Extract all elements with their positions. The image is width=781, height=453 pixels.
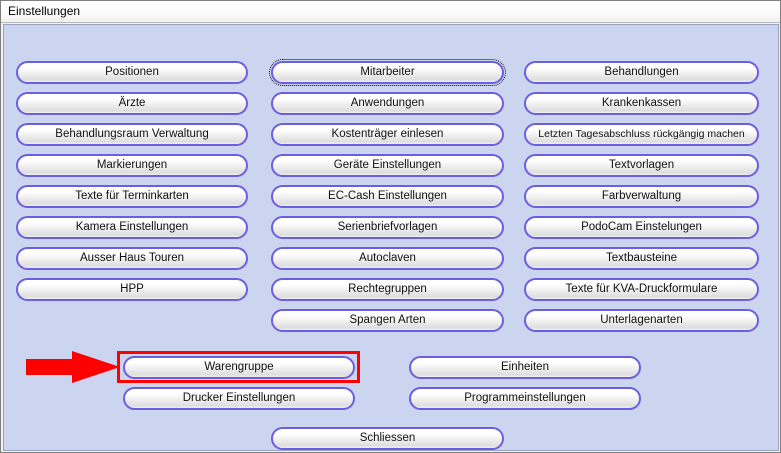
settings-button[interactable]: Serienbriefvorlagen bbox=[271, 216, 504, 239]
settings-button[interactable]: Farbverwaltung bbox=[524, 185, 759, 208]
settings-button[interactable]: Textvorlagen bbox=[524, 154, 759, 177]
red-arrow-annotation-icon bbox=[26, 351, 120, 383]
settings-button[interactable]: Behandlungen bbox=[524, 61, 759, 84]
settings-button[interactable]: Anwendungen bbox=[271, 92, 504, 115]
settings-button[interactable]: EC-Cash Einstellungen bbox=[271, 185, 504, 208]
window-title: Einstellungen bbox=[8, 4, 81, 18]
settings-button[interactable]: Rechtegruppen bbox=[271, 278, 504, 301]
settings-button[interactable]: Letzten Tagesabschluss rückgängig machen bbox=[524, 123, 759, 146]
settings-button[interactable]: Behandlungsraum Verwaltung bbox=[16, 123, 248, 146]
settings-button[interactable]: Kostenträger einlesen bbox=[271, 123, 504, 146]
settings-button[interactable]: Spangen Arten bbox=[271, 309, 504, 332]
settings-button[interactable]: Unterlagenarten bbox=[524, 309, 759, 332]
settings-button[interactable]: Mitarbeiter bbox=[269, 59, 506, 86]
settings-button[interactable]: Autoclaven bbox=[271, 247, 504, 270]
programmeinstellungen-button[interactable]: Programmeinstellungen bbox=[409, 387, 641, 410]
settings-button[interactable]: Geräte Einstellungen bbox=[271, 154, 504, 177]
settings-button[interactable]: Textbausteine bbox=[524, 247, 759, 270]
settings-button[interactable]: Ausser Haus Touren bbox=[16, 247, 248, 270]
settings-button[interactable]: Texte für KVA-Druckformulare bbox=[524, 278, 759, 301]
settings-button[interactable]: Markierungen bbox=[16, 154, 248, 177]
settings-button[interactable]: Texte für Terminkarten bbox=[16, 185, 248, 208]
settings-button[interactable]: Ärzte bbox=[16, 92, 248, 115]
settings-button[interactable]: PodoCam Einstelungen bbox=[524, 216, 759, 239]
settings-button[interactable]: Kamera Einstellungen bbox=[16, 216, 248, 239]
settings-button[interactable]: Krankenkassen bbox=[524, 92, 759, 115]
window-title-bar: Einstellungen bbox=[1, 1, 780, 23]
settings-button[interactable]: Positionen bbox=[16, 61, 248, 84]
schliessen-button[interactable]: Schliessen bbox=[271, 427, 504, 450]
warengruppe-button[interactable]: Warengruppe bbox=[123, 356, 355, 379]
drucker-einstellungen-button[interactable]: Drucker Einstellungen bbox=[123, 387, 355, 410]
settings-button[interactable]: HPP bbox=[16, 278, 248, 301]
einheiten-button[interactable]: Einheiten bbox=[409, 356, 641, 379]
